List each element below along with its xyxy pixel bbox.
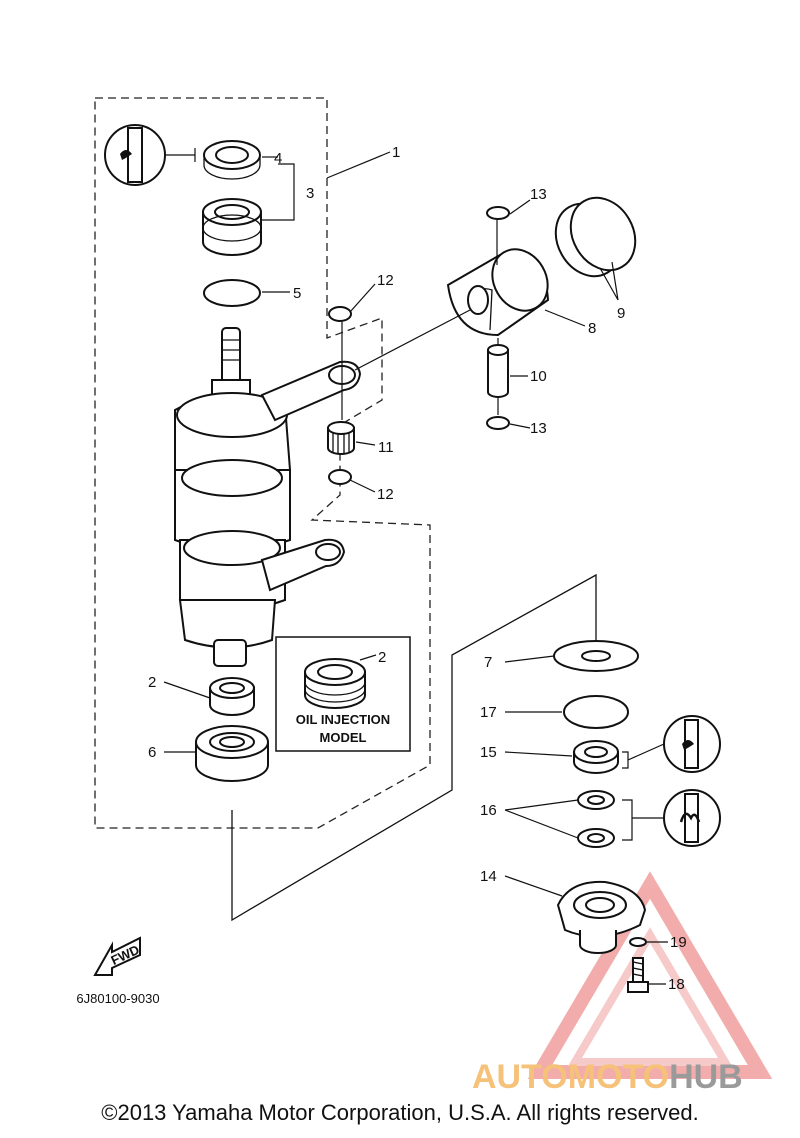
grease-icon-lower-2 (622, 789, 721, 847)
callout-12-bottom: 12 (377, 486, 394, 503)
callout-4: 4 (274, 150, 282, 167)
washer-part-19 (629, 937, 647, 947)
bolt-part-18 (627, 957, 649, 993)
watermark-part2: HUB (669, 1058, 743, 1096)
crankshaft (174, 327, 362, 667)
oil-seal-part-16 (577, 790, 615, 848)
callout-7: 7 (484, 654, 492, 671)
housing-part-14 (556, 880, 647, 954)
grease-icon-lower-1 (622, 715, 721, 773)
watermark-part1: AUTOMOTO (472, 1058, 669, 1096)
circlip-part-13-top (486, 206, 510, 220)
oil-injection-inset: OIL INJECTION MODEL (275, 636, 411, 752)
circlip-part-13-bottom (486, 416, 510, 430)
washer-part-12-bottom (328, 469, 352, 485)
watermark-text: AUTOMOTOHUB (472, 1058, 743, 1096)
callout-6: 6 (148, 744, 156, 761)
fwd-label: FWD (109, 942, 142, 968)
callout-16: 16 (480, 802, 497, 819)
callout-10: 10 (530, 368, 547, 385)
washer-part-7 (553, 640, 639, 672)
diagram-code: 6J80100-9030 (76, 991, 159, 1006)
inset-label-line1: OIL INJECTION (296, 712, 390, 727)
piston-rings-part-9 (554, 196, 637, 278)
grease-icon (104, 124, 196, 186)
callout-9: 9 (617, 305, 625, 322)
callout-2-inset: 2 (378, 649, 386, 666)
bearing-part-3 (202, 198, 262, 256)
watermark-triangle-icon (527, 871, 773, 1079)
callout-13-bottom: 13 (530, 420, 547, 437)
callout-13-top: 13 (530, 186, 547, 203)
copyright-text: ©2013 Yamaha Motor Corporation, U.S.A. A… (101, 1100, 699, 1125)
callout-12-top: 12 (377, 272, 394, 289)
callout-8: 8 (588, 320, 596, 337)
callout-14: 14 (480, 868, 497, 885)
oil-seal-part-15 (573, 740, 619, 774)
callout-5: 5 (293, 285, 301, 302)
callout-3: 3 (306, 185, 314, 202)
callout-11: 11 (378, 439, 394, 456)
callout-18: 18 (668, 976, 685, 993)
piston-part-8 (446, 248, 550, 337)
oil-seal-part-4 (203, 140, 261, 180)
inset-label-line2: MODEL (320, 730, 367, 745)
leader-lines (163, 151, 668, 985)
callout-1: 1 (392, 144, 400, 161)
transfer-line (231, 573, 597, 922)
piston-pin-part-10 (487, 344, 509, 398)
fwd-arrow-icon: FWD (93, 936, 142, 976)
callout-17: 17 (480, 704, 497, 721)
callout-19: 19 (670, 934, 687, 951)
callout-2-main: 2 (148, 674, 156, 691)
needle-bearing-part-11 (327, 421, 355, 455)
callout-15: 15 (480, 744, 497, 761)
washer-part-12-top (328, 306, 352, 322)
o-ring-part-17 (563, 695, 629, 729)
bearing-part-2 (209, 677, 255, 716)
assembly-boundary (94, 97, 431, 829)
o-ring-part-5 (203, 279, 261, 307)
ball-bearing-part-6 (195, 725, 269, 782)
